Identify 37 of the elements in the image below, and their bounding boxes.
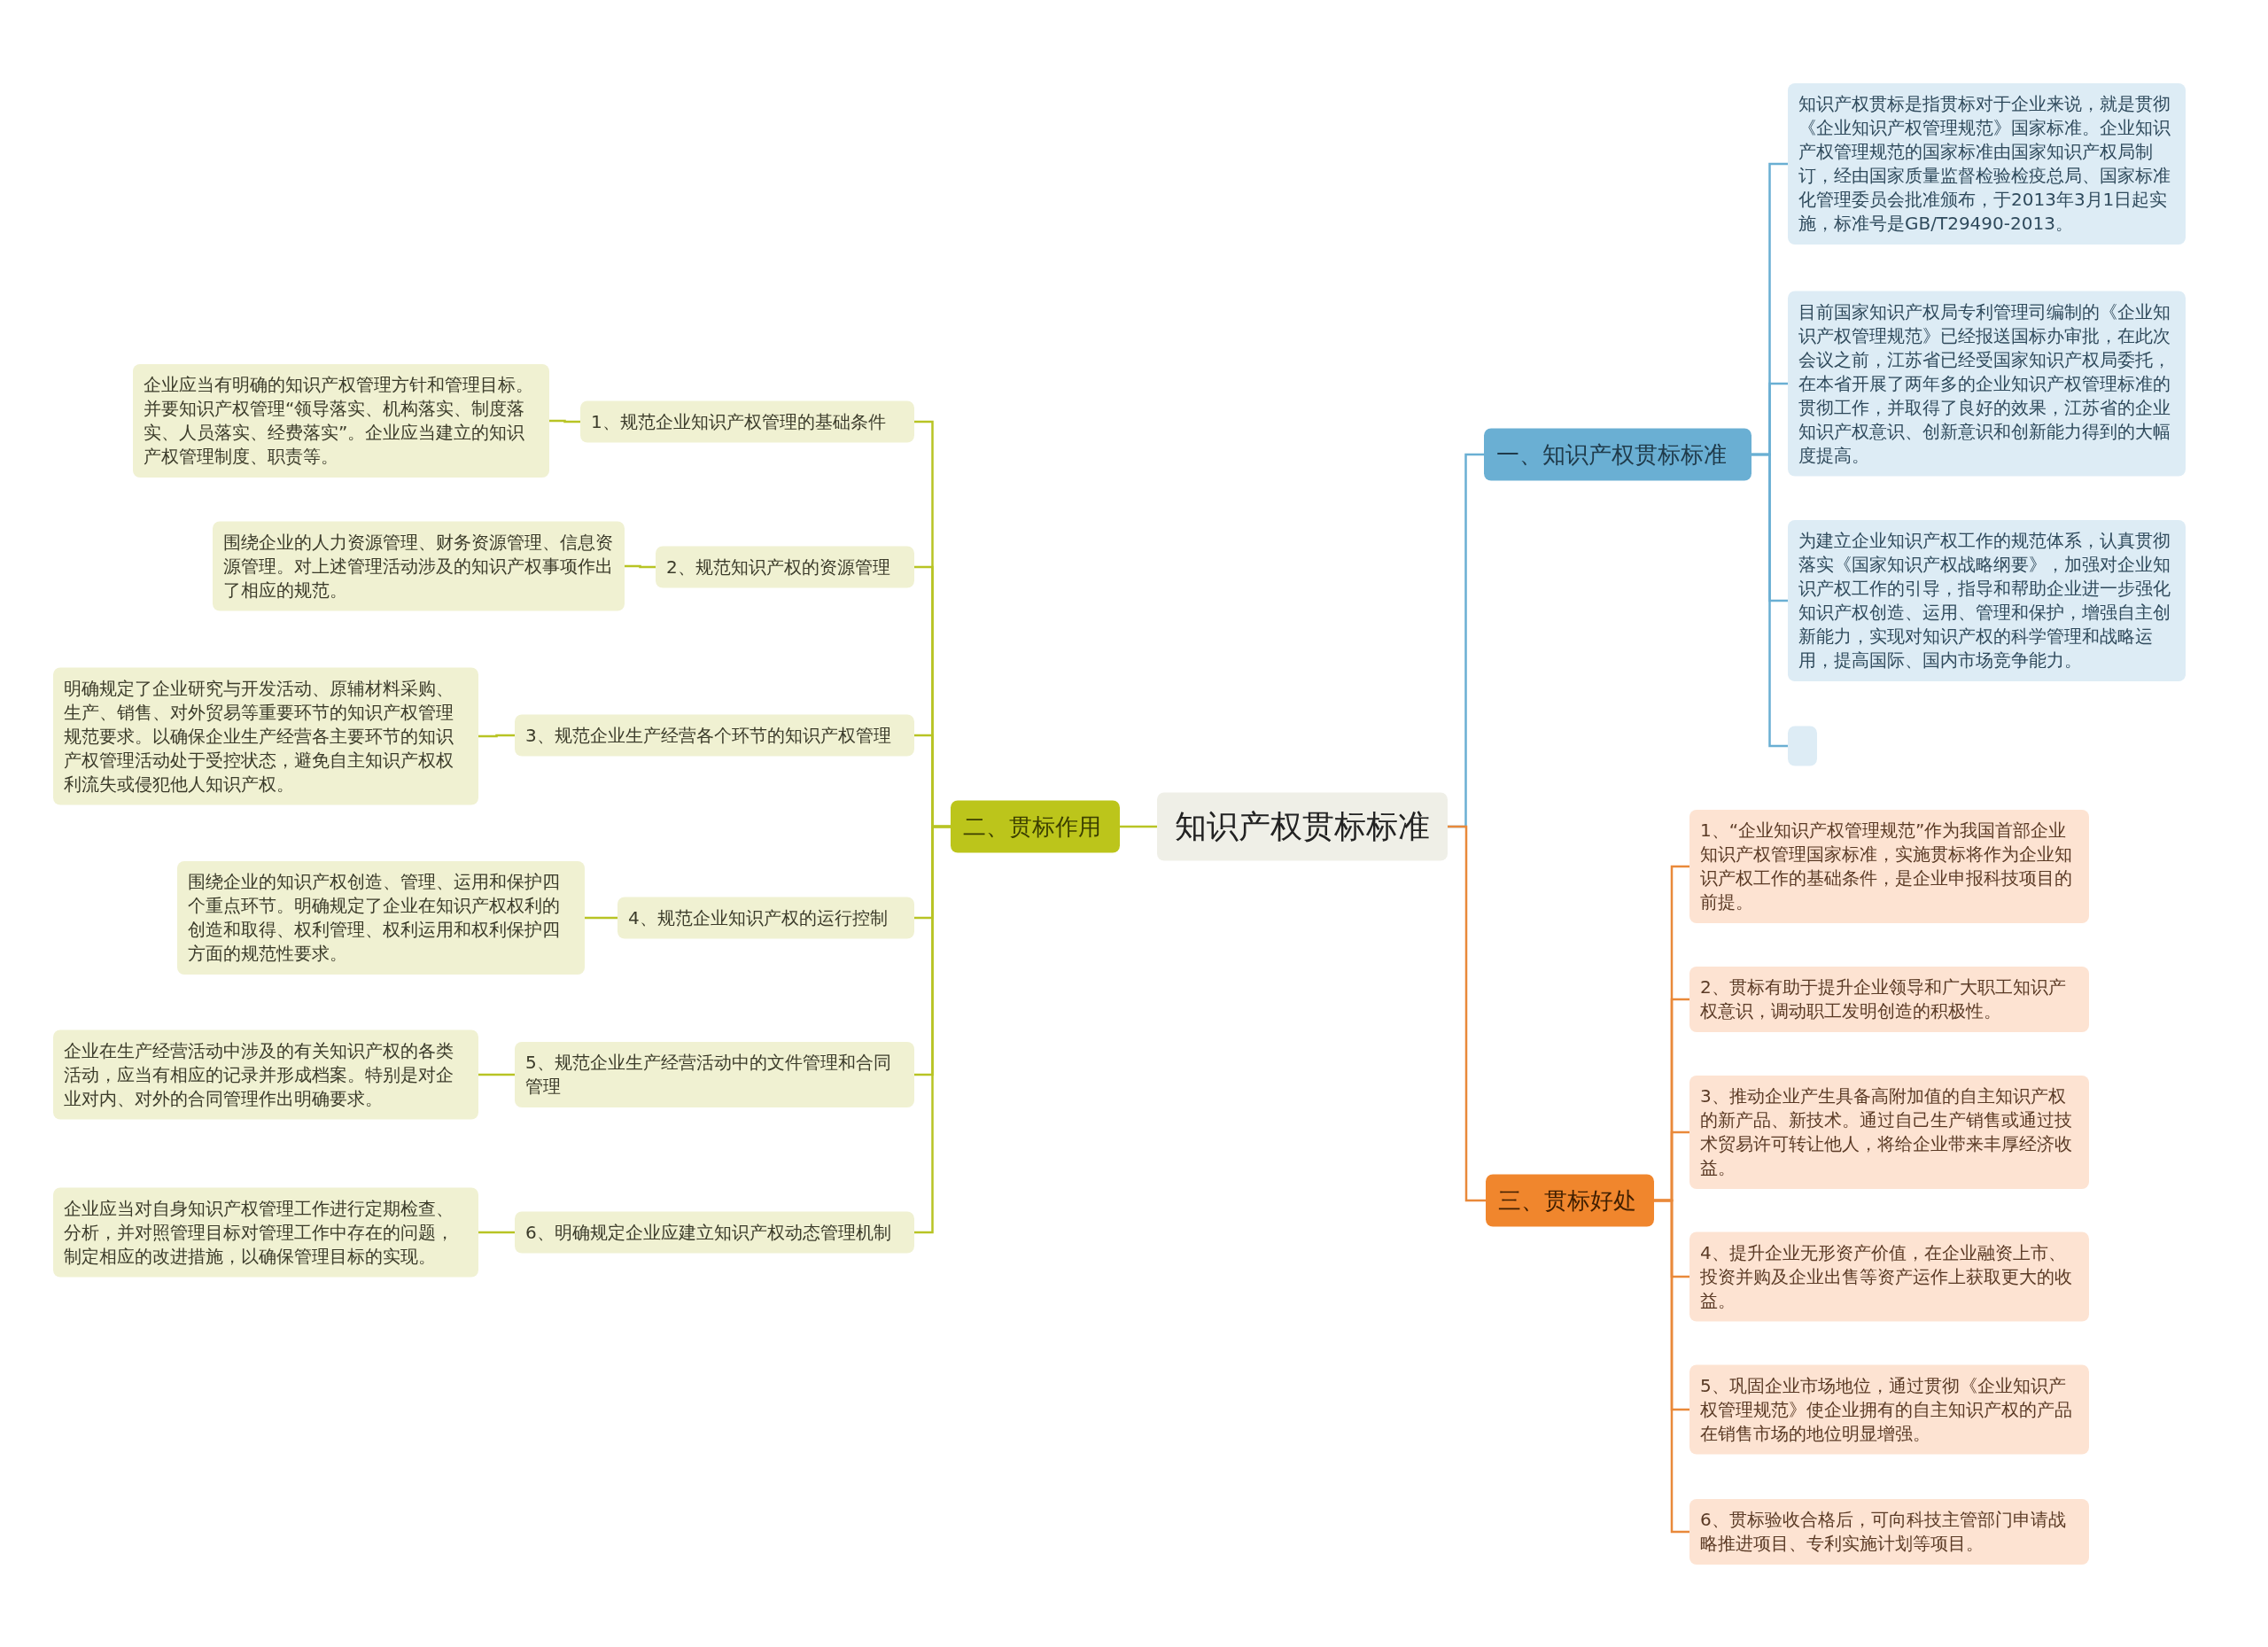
subtopic-box: 4、规范企业知识产权的运行控制: [617, 897, 914, 939]
connector-line: [585, 916, 617, 920]
branch-topic: 三、贯标好处: [1486, 1174, 1654, 1227]
connector-line: [1751, 453, 1788, 748]
topic-card: 2、贯标有助于提升企业领导和广大职工知识产权意识，调动职工发明创造的积极性。: [1689, 967, 2089, 1032]
connector-line: [549, 419, 580, 423]
topic-card: 围绕企业的知识产权创造、管理、运用和保护四个重点环节。明确规定了企业在知识产权权利的创造和取得、权利管理、权利运用和权利保护四方面的规范性要求。: [177, 861, 585, 975]
subtopic-box: 1、规范企业知识产权管理的基础条件: [580, 400, 914, 443]
subtopic-box: 3、规范企业生产经营各个环节的知识产权管理: [515, 714, 914, 757]
topic-card: 4、提升企业无形资产价值，在企业融资上市、投资并购及企业出售等资产运作上获取更大的收益。: [1689, 1231, 2089, 1322]
topic-card: 5、巩固企业市场地位，通过贯彻《企业知识产权管理规范》使企业拥有的自主知识产权的产品在销售市场的地位明显增强。: [1689, 1364, 2089, 1455]
connector-line: [1120, 825, 1157, 828]
topic-card: 6、贯标验收合格后，可向科技主管部门申请战略推进项目、专利实施计划等项目。: [1689, 1499, 2089, 1565]
topic-card: 企业在生产经营活动中涉及的有关知识产权的各类活动，应当有相应的记录并形成档案。特别是对企业对内、对外的合同管理作出明确要求。: [53, 1029, 478, 1120]
topic-card: 企业应当有明确的知识产权管理方针和管理目标。并要知识产权管理“领导落实、机构落实、制度落实、人员落实、经费落实”。企业应当建立的知识产权管理制度、职责等。: [133, 364, 549, 478]
connector-line: [914, 825, 951, 1234]
subtopic-box: 6、明确规定企业应建立知识产权动态管理机制: [515, 1211, 914, 1254]
topic-card: 明确规定了企业研究与开发活动、原辅材料采购、生产、销售、对外贸易等重要环节的知识产权管理规范要求。以确保企业生产经营各主要环节的知识产权管理活动处于受控状态，避免自主知识产权权利流失或侵犯他人知识产权。: [53, 667, 478, 805]
connector-line: [478, 1073, 515, 1076]
connector-line: [625, 564, 656, 569]
topic-card: 企业应当对自身知识产权管理工作进行定期检查、分析，并对照管理目标对管理工作中存在的问题，制定相应的改进措施，以确保管理目标的实现。: [53, 1187, 478, 1278]
branch-topic: 二、贯标作用: [951, 800, 1120, 853]
central-topic: 知识产权贯标标准: [1157, 792, 1448, 861]
empty-topic-box: [1788, 726, 1817, 766]
subtopic-box: 5、规范企业生产经营活动中的文件管理和合同管理: [515, 1042, 914, 1107]
topic-card: 3、推动企业产生具备高附加值的自主知识产权的新产品、新技术。通过自己生产销售或通过技术贸易许可转让他人，将给企业带来丰厚经济收益。: [1689, 1076, 2089, 1189]
connector-line: [1448, 825, 1486, 1202]
connector-line: [478, 734, 515, 738]
topic-card: 1、“企业知识产权管理规范”作为我国首部企业知识产权管理国家标准，实施贯标将作为企业知识产权工作的基础条件，是企业申报科技项目的前提。: [1689, 810, 2089, 923]
topic-card: 知识产权贯标是指贯标对于企业来说，就是贯彻《企业知识产权管理规范》国家标准。企业知识产权管理规范的国家标准由国家知识产权局制订，经由国家质量监督检验检疫总局、国家标准化管理委员会批准颁布，于2013年3月1日起实施，标准号是GB/T29490-2013。: [1788, 83, 2186, 245]
topic-card: 目前国家知识产权局专利管理司编制的《企业知识产权管理规范》已经报送国标办审批，在此次会议之前，江苏省已经受国家知识产权局委托，在本省开展了两年多的企业知识产权管理标准的贯彻工作，并取得了良好的效果，江苏省的企业知识产权意识、创新意识和创新能力得到的大幅度提高。: [1788, 291, 2186, 477]
subtopic-box: 2、规范知识产权的资源管理: [656, 546, 914, 588]
topic-card: 围绕企业的人力资源管理、财务资源管理、信息资源管理。对上述管理活动涉及的知识产权事项作出了相应的规范。: [213, 521, 625, 611]
connector-line: [1654, 1199, 1689, 1534]
topic-card: 为建立企业知识产权工作的规范体系，认真贯彻落实《国家知识产权战略纲要》，加强对企业知识产权工作的引导，指导和帮助企业进一步强化知识产权创造、运用、管理和保护，增强自主创新能力，实现对知识产权的科学管理和战略运用，提高国际、国内市场竞争能力。: [1788, 520, 2186, 681]
branch-topic: 一、知识产权贯标标准: [1484, 428, 1751, 481]
connector-line: [478, 1231, 515, 1234]
